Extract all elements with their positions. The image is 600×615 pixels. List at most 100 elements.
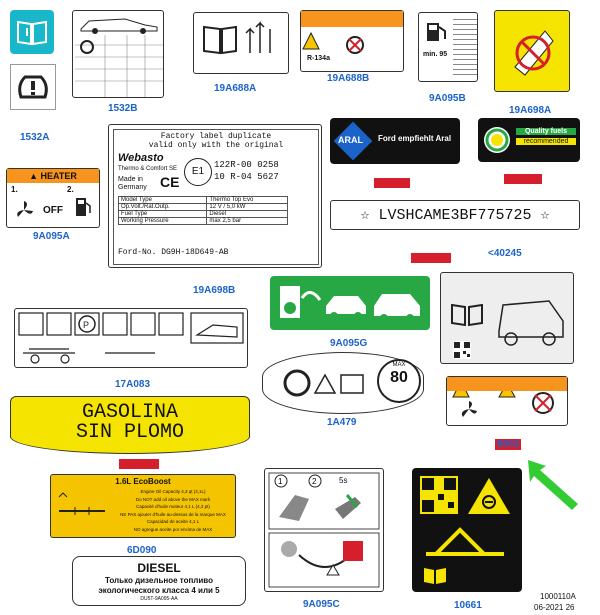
oil-line: Engine Oil Capacity 4,3 qt (4,1L) (140, 489, 206, 494)
spec-value: Diesel (206, 210, 288, 218)
timer-text: 5s (339, 476, 348, 485)
tire-pressure-warning-icon (18, 75, 48, 99)
tailgate-card (440, 272, 574, 364)
gasolina-highlight (119, 459, 159, 469)
heater-card: ▲ HEATER 1. 2. OFF 9A095A (6, 168, 100, 242)
spec-key: Model Type (117, 196, 208, 204)
label-1532b-card: 1532B (72, 10, 164, 114)
label-9a095a: 9A095A (33, 231, 70, 242)
spec-key: Working Pressure (117, 217, 208, 225)
gasolina-line2: SIN PLOMO (75, 421, 185, 444)
manual-book-icon (17, 20, 47, 46)
label-9a095b: 9A095B (429, 93, 466, 104)
label-17a083-card: P 17A083 (14, 308, 248, 390)
spec-value: Thermo Top Evo (206, 196, 288, 204)
heater-title: HEATER (40, 171, 77, 181)
webasto-card: Factory label duplicate valid only with … (108, 124, 322, 296)
aral-text: Ford empfiehlt Aral (378, 134, 452, 143)
spec-key: Op.Volt./Rat.Outp. (117, 203, 208, 211)
refuel-card: 2 1 5s 9A095C (264, 468, 384, 610)
vin-text: ☆ LVSHCAME3BF775725 ☆ (360, 207, 550, 224)
oil-line: Capacité d'huile moteur 4,1 L (4,3 pt) (136, 504, 210, 509)
fuel-pump-icon (76, 198, 91, 216)
qr-code-icon (453, 341, 471, 359)
manual-tile (10, 10, 54, 54)
label-8653-card: 8653 (446, 376, 568, 450)
refrigerant-label: R-134a (307, 55, 330, 62)
label-9a095g: 9A095G (330, 338, 368, 349)
aral-highlight (374, 178, 410, 188)
label-1532a: 1532A (20, 132, 50, 143)
table-row: Op.Volt./Rat.Outp.12 V / 5,0 kW (117, 203, 288, 211)
svg-text:1: 1 (278, 477, 283, 486)
refuel-instructions-icons: 2 1 (268, 472, 380, 588)
heater-title-bar: ▲ HEATER (7, 169, 99, 183)
manual-and-arrows-icon (203, 21, 271, 55)
ac-service-icons (302, 31, 364, 54)
oil-card: 1.6L EcoBoost Engine Oil Capacity 4,3 qt… (50, 474, 236, 556)
aral-card: ARAL Ford empfiehlt Aral (330, 118, 460, 188)
webasto-sub: Thermo & Comfort SE (118, 166, 178, 172)
diesel-line1: Только дизельное топливо (104, 576, 213, 585)
bp-helios-icon (484, 127, 510, 153)
label-8653: 8653 (495, 439, 522, 450)
ece-circle: E1 (184, 158, 212, 186)
ece-code2: 10 R-04 5627 (214, 172, 279, 182)
oil-line: Do NOT add oil above the MAX mark (135, 496, 211, 502)
ce-mark: CE (160, 174, 180, 190)
figure-date: 06-2021 26 (534, 603, 575, 612)
figure-ref: 1000110A (540, 592, 576, 601)
webasto-header1: Factory label duplicate (160, 132, 272, 141)
heater-warning-icon: ▲ (29, 171, 41, 181)
label-10661: 10661 (454, 600, 482, 611)
green-pointer-arrow-icon (528, 460, 578, 510)
webasto-inner: Factory label duplicate valid only with … (113, 129, 319, 265)
service-warning-icon (468, 478, 510, 514)
vin-card: ☆ LVSHCAME3BF775725 ☆ (330, 200, 580, 263)
tpms-tile (10, 64, 56, 110)
oil-line: NO agregue aceite por encima de MAX (133, 526, 213, 532)
orange-strip (447, 377, 567, 391)
no-door-object-icon (514, 30, 554, 76)
label-1532a-card: 1532A (8, 8, 56, 143)
spec-key: Fuel Type (117, 210, 208, 218)
vin-highlight (411, 253, 451, 263)
diesel-card: DIESEL Только дизельное топливо экологич… (72, 556, 246, 606)
fan-icon (17, 201, 33, 217)
manual-book-icon (451, 303, 483, 327)
dipstick-icon (58, 492, 105, 515)
octane-text: min. 95 (423, 51, 448, 58)
webasto-header2: valid only with the original (148, 141, 284, 150)
spec-value: max 2,5 bar (206, 217, 288, 225)
tire-grid (75, 35, 163, 97)
heater-step1: 1. (11, 185, 18, 194)
webasto-ford-no: Ford-No. DG9H-18D649-AB (118, 248, 229, 257)
gasolina-line1: GASOLINA (81, 401, 178, 424)
label-19a688a-card: 19A688A (193, 12, 289, 94)
oil-line: Capacidad de aceite 4,1 L (146, 519, 200, 524)
webasto-made2: Germany (118, 184, 147, 191)
speed-circle: MAX 80 (377, 359, 421, 403)
jack-lift-icon (426, 527, 504, 556)
car-side-icon (80, 18, 158, 34)
manual-book-icon (424, 568, 446, 584)
spec-value: 12 V / 5,0 kW (206, 203, 288, 211)
label-19a698a: 19A698A (509, 105, 552, 116)
bp-charging-card: 9A095G (270, 276, 430, 349)
webasto-brand: Webasto (118, 152, 164, 164)
fuel-lines (453, 19, 477, 75)
oil-line: NE PAS ajouter d'huile au-dessus de la m… (120, 511, 226, 517)
jack-instructions-icons: P (18, 312, 244, 364)
diesel-line2: экологического класса 4 или 5 (98, 586, 220, 595)
ece-code1: 122R-00 0258 (214, 160, 279, 170)
qf-line1: Quality fuels (516, 128, 576, 135)
label-9a095c: 9A095C (303, 599, 340, 610)
ece-text: E1 (191, 166, 205, 177)
svg-text:2: 2 (312, 477, 317, 486)
qf-highlight (504, 174, 542, 184)
label-19a698a-card: 19A698A (494, 10, 570, 116)
svg-text:P: P (83, 320, 89, 330)
